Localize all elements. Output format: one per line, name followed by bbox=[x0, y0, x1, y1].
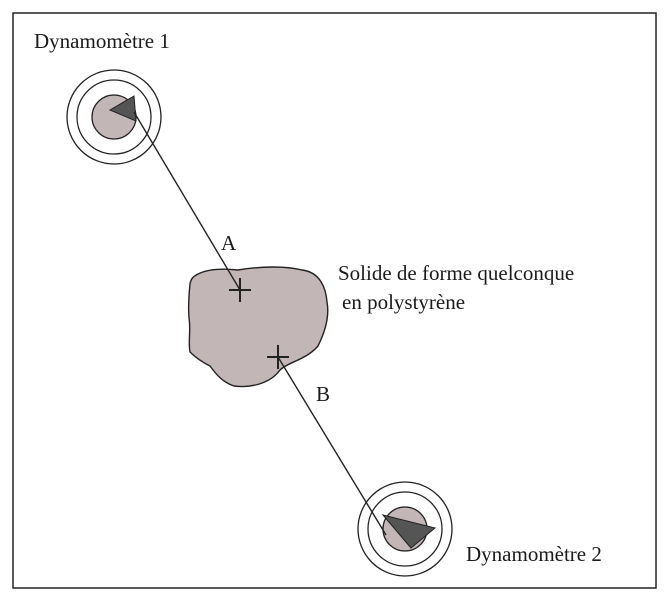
dynamometer-1-pointer-icon bbox=[108, 95, 137, 122]
polystyrene-solid bbox=[187, 266, 329, 388]
dynamometer-2 bbox=[357, 481, 453, 577]
solid-label-line-1: Solide de forme quelconque bbox=[338, 261, 574, 285]
thread-a bbox=[133, 111, 241, 291]
point-b-cross-icon bbox=[267, 345, 289, 369]
point-a-cross-icon bbox=[229, 278, 251, 302]
point-a-label: A bbox=[221, 231, 237, 255]
point-b-label: B bbox=[316, 382, 330, 406]
thread-b bbox=[277, 356, 387, 536]
dynamometer-1-label: Dynamomètre 1 bbox=[34, 29, 170, 53]
solid-label-line-2: en polystyrène bbox=[342, 290, 465, 314]
dynamometer-2-pointer-icon bbox=[381, 514, 437, 549]
dynamometer-2-label: Dynamomètre 2 bbox=[466, 542, 602, 566]
dynamometer-1 bbox=[66, 69, 162, 165]
